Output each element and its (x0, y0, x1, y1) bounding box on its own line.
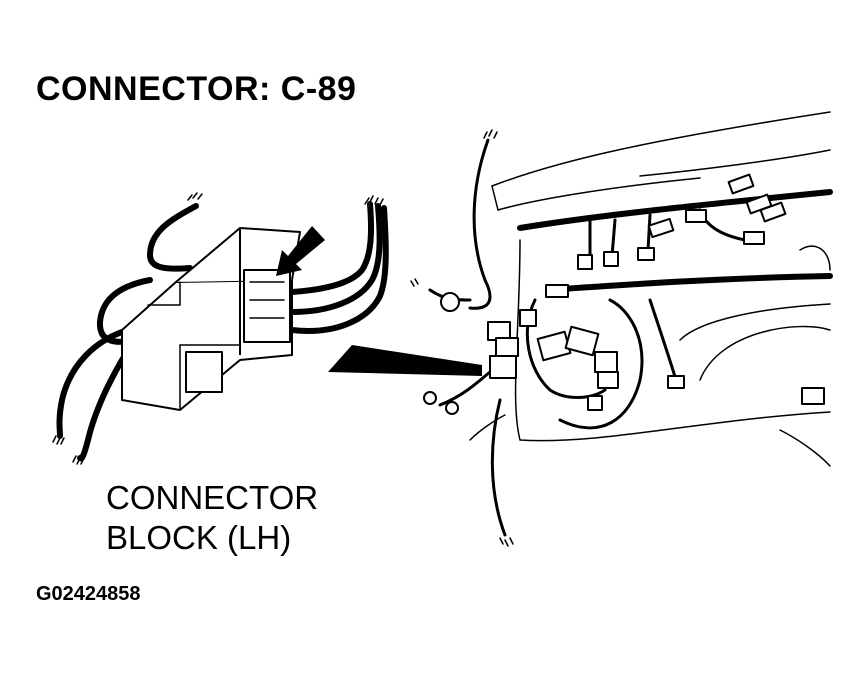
ground-terminal (423, 391, 437, 405)
harness-trunk-middle (545, 273, 833, 293)
frayed-end-ground (410, 278, 419, 287)
callout-line-1: CONNECTOR (106, 479, 319, 516)
instrument-panel-harness (410, 111, 833, 547)
location-pointer-wedge (328, 345, 482, 376)
cluster-opening-top (679, 303, 831, 341)
connector-small-8 (759, 201, 787, 223)
frayed-end-bottom (72, 455, 85, 465)
connector-small-20 (801, 387, 825, 405)
connector-small-15 (564, 325, 600, 357)
connector-small-5 (685, 209, 707, 223)
wire-left-upper (97, 277, 153, 345)
connector-small-18 (587, 395, 603, 411)
glovebox-line (779, 429, 831, 467)
connector-small-6 (727, 173, 755, 195)
dash-inner-edge (639, 149, 831, 177)
harness-trunk-upper (517, 189, 833, 231)
harness-branch (648, 298, 678, 382)
dash-top-outline (491, 111, 831, 187)
socket-ribs (249, 281, 285, 319)
connector-small-13 (495, 337, 519, 357)
connector-small-11 (519, 309, 537, 327)
connector-small-17 (597, 371, 619, 389)
harness-down (490, 398, 507, 537)
connector-small-19 (667, 375, 685, 389)
connector-small-9 (743, 231, 765, 245)
frayed-end-riser (483, 129, 498, 139)
frayed-end-topleft (187, 192, 203, 201)
indicator-arrow-icon (276, 226, 325, 276)
connector-block-location (489, 355, 517, 379)
lower-socket (185, 351, 223, 393)
connector-small-1 (577, 254, 593, 270)
connector-small-2 (603, 251, 619, 267)
drop-wires (588, 213, 652, 260)
connector-socket (243, 269, 291, 343)
vent-outline (799, 245, 831, 271)
ground-terminal-2 (445, 401, 459, 415)
cluster-opening-inner (699, 325, 831, 381)
harness-right-loop (558, 298, 644, 430)
frayed-end-down (499, 537, 514, 547)
frayed-end-left (52, 435, 65, 445)
connector-small-16 (594, 351, 618, 373)
callout-line-2: BLOCK (LH) (106, 519, 292, 556)
connector-small-4 (647, 217, 675, 239)
frayed-end-top (364, 195, 384, 206)
wire-left-lower (56, 327, 131, 439)
wire-top-left (147, 203, 199, 272)
block-step-line (147, 281, 181, 306)
connector-block-callout: CONNECTOR BLOCK (LH) (106, 478, 318, 558)
harness-riser (468, 138, 492, 310)
wire-left-bottom (77, 352, 128, 462)
lower-lead-2 (469, 414, 506, 441)
lower-lead (438, 370, 492, 407)
connector-small-3 (637, 247, 655, 261)
connector-small-10 (545, 284, 569, 298)
dash-lower-outline (514, 239, 831, 442)
figure-id: G02424858 (36, 583, 141, 605)
connector-block-detail (52, 192, 389, 465)
grommet (440, 292, 460, 312)
wire-out-3 (289, 205, 389, 334)
wire-out-1 (289, 201, 375, 295)
wire-out-2 (289, 203, 383, 315)
page-title: CONNECTOR: C-89 (36, 70, 357, 108)
dash-upper-edge (491, 177, 701, 211)
